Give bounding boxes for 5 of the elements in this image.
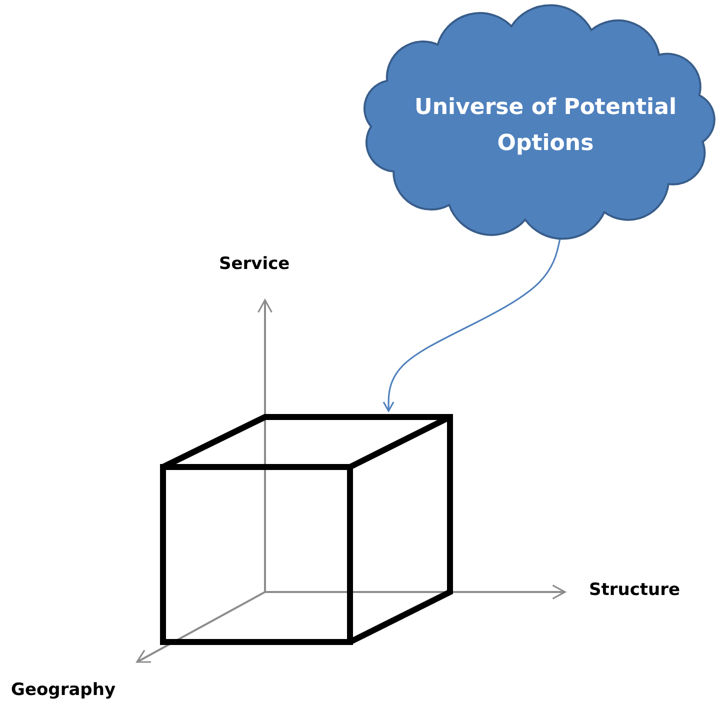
axis-label: Geography xyxy=(11,680,116,700)
arrow xyxy=(382,238,561,412)
axis-label: Service xyxy=(219,254,290,274)
axis-label: Structure xyxy=(589,580,680,600)
cloud-text: Universe of Potential Options xyxy=(414,94,678,158)
